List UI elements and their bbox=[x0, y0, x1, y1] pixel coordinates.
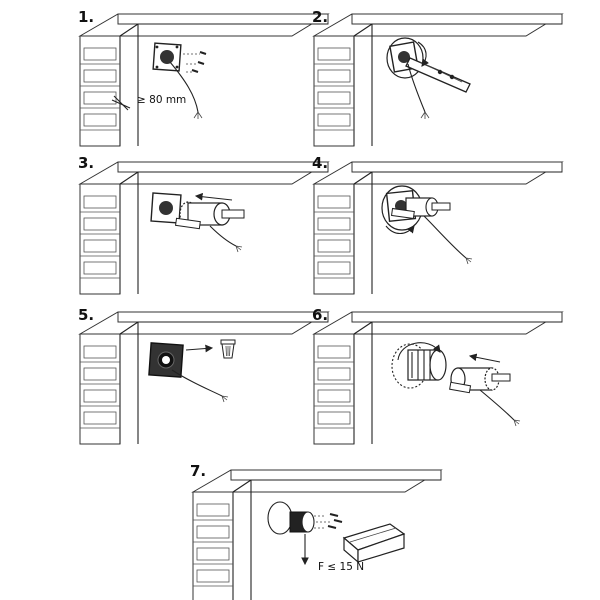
step-2-label: 2. bbox=[312, 8, 328, 26]
step-5-label: 5. bbox=[78, 306, 94, 324]
trash-bin-icon bbox=[220, 339, 236, 359]
wall-distance-annotation: ≥ 80 mm bbox=[137, 94, 186, 106]
step-3-label: 3. bbox=[78, 154, 94, 172]
hole-saw-icon bbox=[174, 201, 245, 230]
camera-housing bbox=[342, 523, 406, 564]
step-5-panel: 5. bbox=[78, 306, 329, 445]
step-2-panel: 2. bbox=[312, 8, 563, 147]
mounting-plate bbox=[152, 42, 182, 72]
step-4-label: 4. bbox=[312, 154, 328, 172]
screw-icon bbox=[183, 51, 207, 73]
step-6-label: 6. bbox=[312, 306, 328, 324]
pull-force-annotation: F ≤ 15 N bbox=[318, 561, 364, 573]
step-7-panel: 7. F ≤ 15 N bbox=[190, 462, 442, 600]
screw-icon bbox=[327, 513, 343, 529]
step-4-panel: 4. bbox=[312, 154, 563, 295]
step-6-panel: 6. bbox=[312, 306, 563, 445]
step-1-panel: 1. ≥ 80 mm bbox=[78, 8, 329, 147]
step-1-label: 1. bbox=[78, 8, 94, 26]
step-7-label: 7. bbox=[190, 462, 206, 480]
step-3-panel: 3. bbox=[78, 154, 329, 295]
